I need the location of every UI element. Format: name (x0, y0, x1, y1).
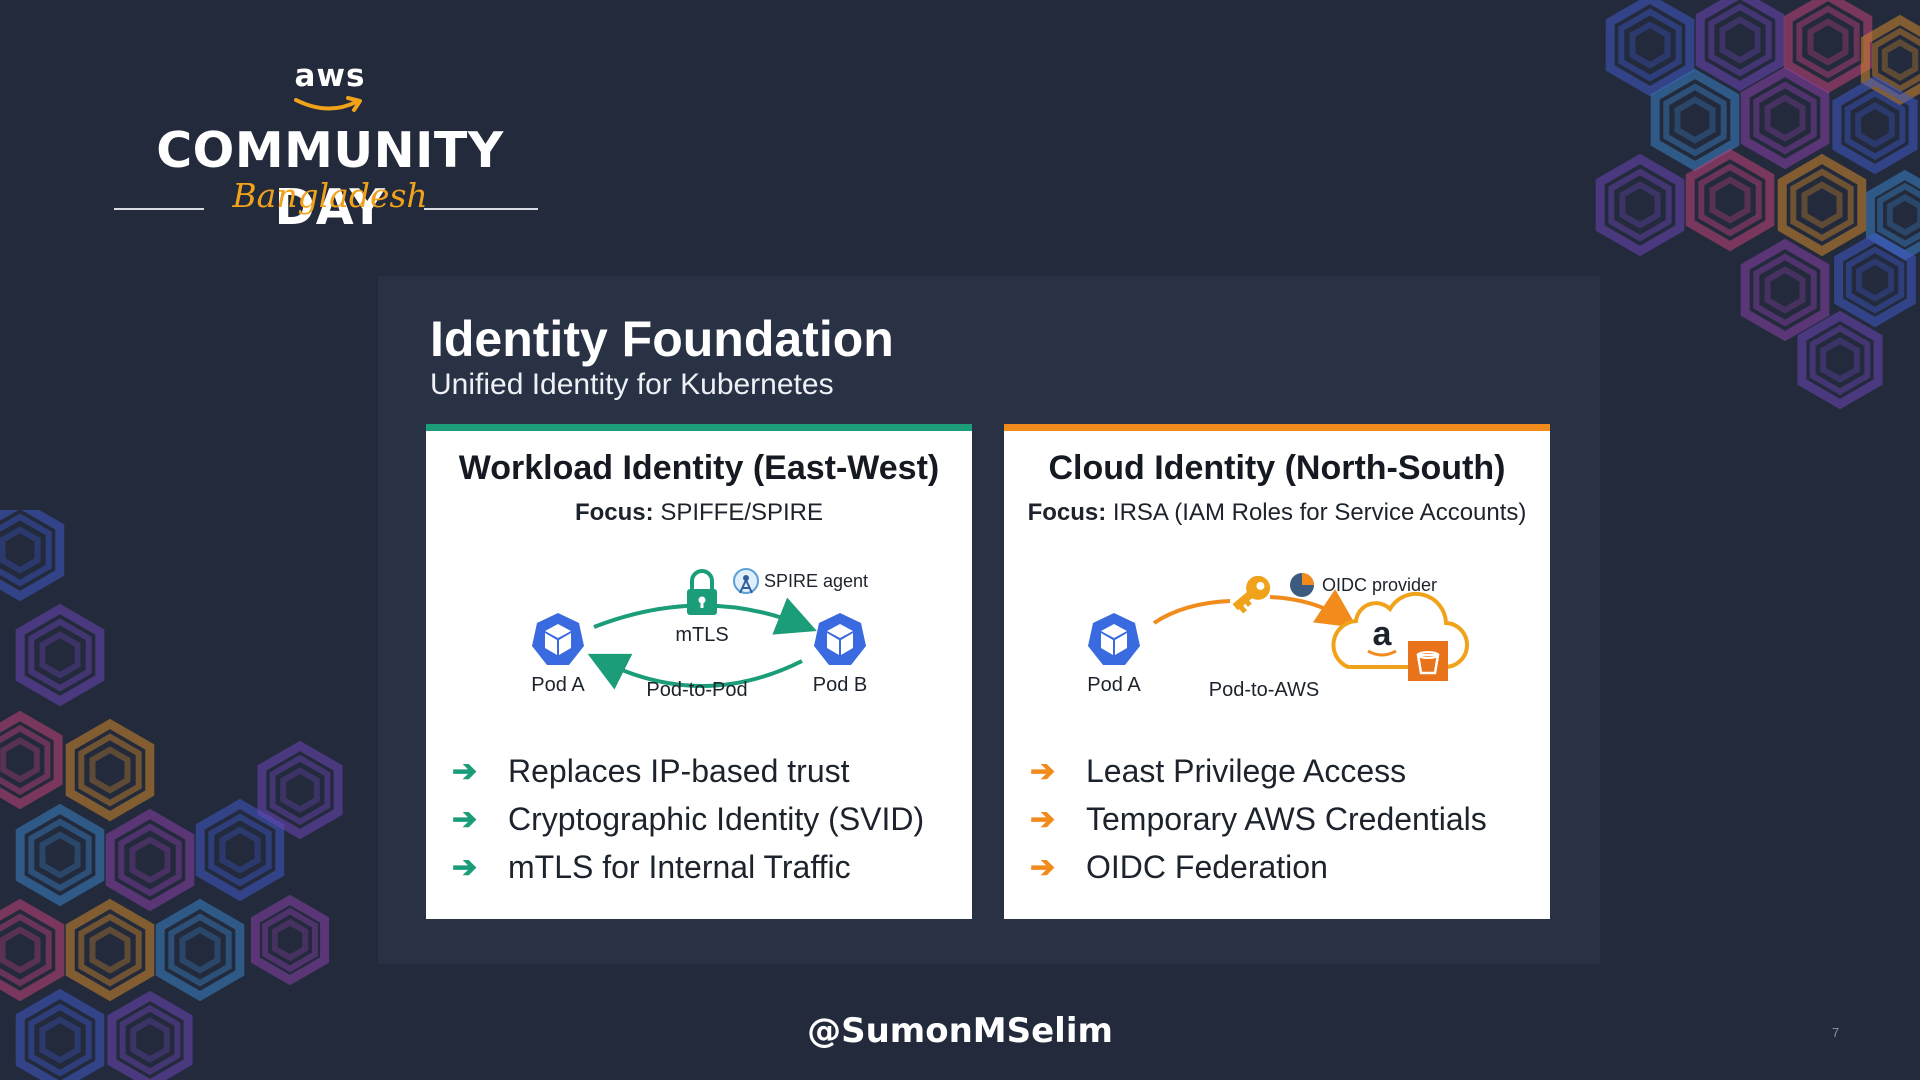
focus-label: Focus: (1028, 499, 1107, 526)
card-title: Workload Identity (East-West) (426, 449, 972, 488)
hexagon-decoration (1880, 186, 1920, 244)
connector-line (1154, 601, 1230, 623)
hexagon-decoration (0, 728, 47, 791)
hexagon-decoration (1885, 42, 1915, 77)
list-item: ➔Replaces IP-based trust (452, 747, 924, 795)
card-focus: Focus: IRSA (IAM Roles for Service Accou… (1004, 499, 1550, 527)
cloud-identity-card: Cloud Identity (North-South) Focus: IRSA… (1004, 424, 1550, 919)
list-item: ➔Cryptographic Identity (SVID) (452, 795, 924, 843)
hexagon-decoration (0, 517, 49, 583)
hexagon-decoration (1823, 341, 1857, 380)
focus-value: IRSA (IAM Roles for Service Accounts) (1113, 499, 1526, 526)
hexagon-decoration (3, 530, 38, 570)
hexagon-decoration (183, 930, 218, 970)
aws-smile-icon (292, 94, 368, 114)
hexagon-decoration (1723, 20, 1758, 60)
hexagon-decoration (93, 750, 128, 790)
hexagon-pattern-decoration (1560, 0, 1920, 420)
page-number: 7 (1832, 1025, 1839, 1040)
kubernetes-pod-icon (532, 613, 584, 665)
arrow-right-icon: ➔ (452, 754, 508, 789)
hexagon-pattern-decoration (0, 510, 390, 1080)
kubernetes-pod-icon (1088, 613, 1140, 665)
lock-icon (687, 571, 717, 615)
mtls-label: mTLS (675, 624, 728, 646)
oidc-icon (1290, 573, 1314, 597)
aws-a-glyph: a (1373, 615, 1393, 653)
hexagon-decoration (1768, 98, 1803, 138)
hexagon-decoration (1678, 100, 1713, 140)
workload-identity-card: Workload Identity (East-West) Focus: SPI… (426, 424, 972, 919)
spire-agent-label: SPIRE agent (764, 571, 868, 591)
kubernetes-pod-icon (814, 613, 866, 665)
hexagon-decoration (1633, 25, 1668, 65)
oidc-provider-label: OIDC provider (1322, 575, 1437, 595)
antenna-icon (734, 569, 758, 593)
hexagon-decoration (223, 830, 258, 870)
list-item: ➔OIDC Federation (1030, 843, 1487, 891)
hexagon-decoration (93, 930, 128, 970)
pod-to-pod-diagram: SPIRE agent mTLS Pod A Pod B Pod-to-Pod (426, 551, 972, 731)
bullet-list: ➔Replaces IP-based trust ➔Cryptographic … (452, 747, 924, 891)
hexagon-decoration (283, 771, 317, 810)
pod-to-aws-diagram: OIDC provider a Pod A Pod-to-AWS (1004, 551, 1550, 731)
list-item: ➔Least Privilege Access (1030, 747, 1487, 795)
pod-to-pod-label: Pod-to-Pod (646, 679, 747, 701)
card-focus: Focus: SPIFFE/SPIRE (426, 499, 972, 527)
hexagon-decoration (43, 835, 78, 875)
hexagon-decoration (1890, 197, 1920, 232)
arrow-right-icon: ➔ (1030, 802, 1086, 837)
pod-b-label: Pod B (813, 674, 867, 696)
bullet-list: ➔Least Privilege Access ➔Temporary AWS C… (1030, 747, 1487, 891)
hexagon-decoration (1811, 22, 1846, 62)
hexagon-decoration (3, 741, 37, 780)
aws-logo-text: aws (100, 58, 560, 94)
list-item: ➔Temporary AWS Credentials (1030, 795, 1487, 843)
hexagon-decoration (43, 635, 78, 675)
arrow-right-icon: ➔ (1030, 754, 1086, 789)
divider (424, 208, 538, 210)
community-day-logo: aws COMMUNITY DAY Bangladesh (100, 58, 560, 228)
hexagon-decoration (1859, 262, 1891, 299)
hexagon-decoration (1805, 185, 1840, 225)
arrow-right-icon: ➔ (452, 802, 508, 837)
arrow-right-icon: ➔ (1030, 850, 1086, 885)
key-icon (1227, 571, 1275, 616)
author-handle: @SumonMSelim (0, 1011, 1920, 1051)
slide-title: Identity Foundation (430, 310, 894, 368)
pod-a-label: Pod A (531, 674, 585, 696)
hexagon-decoration (1858, 106, 1892, 145)
focus-value: SPIFFE/SPIRE (660, 499, 823, 526)
focus-label: Focus: (575, 499, 654, 526)
slide-subtitle: Unified Identity for Kubernetes (430, 368, 834, 402)
hexagon-decoration (133, 840, 168, 880)
pod-a-label: Pod A (1087, 674, 1141, 696)
pod-to-aws-label: Pod-to-AWS (1209, 679, 1319, 701)
hexagon-decoration (0, 917, 49, 983)
hexagon-decoration (3, 930, 38, 970)
hexagon-decoration (1623, 185, 1658, 225)
arrow-to-aws (1270, 597, 1344, 619)
hexagon-decoration (1768, 270, 1803, 310)
s3-bucket-icon (1408, 641, 1448, 681)
arrow-right-icon: ➔ (452, 850, 508, 885)
slide-panel: Identity Foundation Unified Identity for… (378, 276, 1600, 964)
card-title: Cloud Identity (North-South) (1004, 449, 1550, 488)
list-item: ➔mTLS for Internal Traffic (452, 843, 924, 891)
hexagon-decoration (275, 922, 305, 957)
hexagon-decoration (1713, 180, 1748, 220)
